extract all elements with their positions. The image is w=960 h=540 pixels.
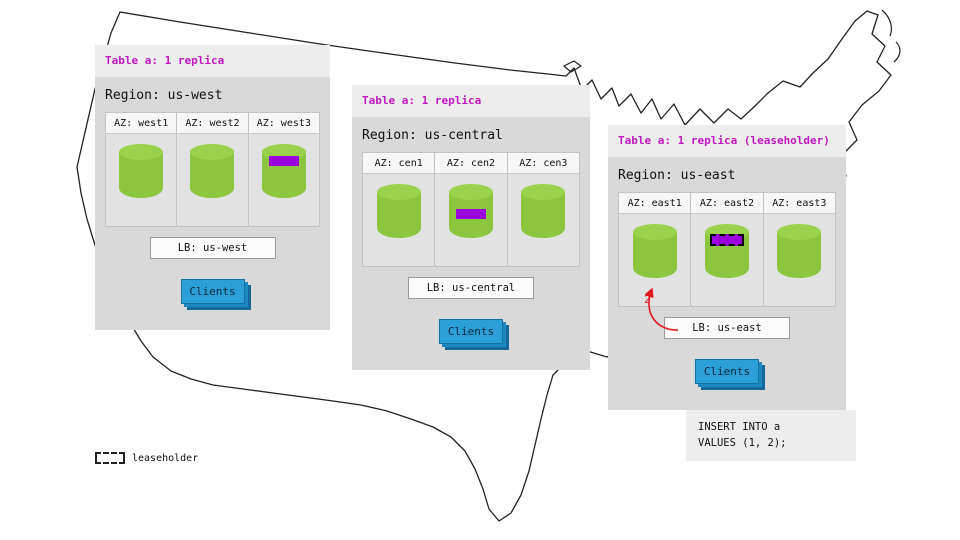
az-row: AZ: west1 AZ: west2 AZ: west3 bbox=[105, 112, 320, 227]
database-cylinder-icon bbox=[448, 184, 493, 238]
clients-box: Clients bbox=[695, 359, 759, 384]
az-cell-west3: AZ: west3 bbox=[248, 113, 319, 226]
database-cylinder-icon bbox=[704, 224, 749, 278]
az-body bbox=[249, 134, 319, 226]
legend-label: leaseholder bbox=[132, 452, 199, 464]
az-cell-east2: AZ: east2 bbox=[691, 193, 764, 306]
az-label: AZ: east1 bbox=[619, 193, 691, 214]
az-body bbox=[764, 214, 835, 306]
az-body bbox=[106, 134, 176, 226]
region-panel-us-central: Table a: 1 replica Region: us-central AZ… bbox=[352, 85, 590, 370]
az-row: AZ: cen1 AZ: cen2 AZ: cen3 bbox=[362, 152, 580, 267]
table-label: Table a: 1 replica (leaseholder) bbox=[608, 125, 846, 157]
database-cylinder-icon bbox=[777, 224, 822, 278]
database-cylinder-icon bbox=[632, 224, 677, 278]
az-label: AZ: west1 bbox=[106, 113, 177, 134]
table-label: Table a: 1 replica bbox=[352, 85, 590, 117]
load-balancer: LB: us-east bbox=[664, 317, 790, 339]
database-cylinder-icon bbox=[119, 144, 164, 198]
replica-marker bbox=[455, 209, 486, 219]
az-body bbox=[435, 174, 506, 266]
database-cylinder-icon bbox=[521, 184, 566, 238]
leaseholder-swatch-icon bbox=[95, 452, 125, 464]
az-cell-east1: AZ: east1 bbox=[619, 193, 692, 306]
database-cylinder-icon bbox=[261, 144, 306, 198]
az-label: AZ: cen3 bbox=[507, 153, 579, 174]
leaseholder-marker bbox=[709, 234, 744, 246]
clients-box: Clients bbox=[180, 279, 245, 304]
az-cell-cen3: AZ: cen3 bbox=[507, 153, 579, 266]
az-body bbox=[177, 134, 247, 226]
az-body bbox=[619, 214, 690, 306]
az-label: AZ: east3 bbox=[763, 193, 835, 214]
az-label: AZ: west2 bbox=[177, 113, 248, 134]
clients-box: Clients bbox=[439, 319, 503, 344]
az-body bbox=[508, 174, 579, 266]
az-body bbox=[691, 214, 762, 306]
region-title: Region: us-east bbox=[618, 168, 736, 183]
az-cell-cen2: AZ: cen2 bbox=[435, 153, 508, 266]
az-label: AZ: cen1 bbox=[363, 153, 435, 174]
az-cell-west2: AZ: west2 bbox=[177, 113, 249, 226]
az-label: AZ: cen2 bbox=[435, 153, 507, 174]
database-cylinder-icon bbox=[190, 144, 235, 198]
replica-marker bbox=[268, 156, 299, 166]
region-title: Region: us-west bbox=[105, 88, 223, 103]
az-label: AZ: east2 bbox=[691, 193, 763, 214]
sql-line: VALUES (1, 2); bbox=[698, 437, 787, 450]
load-balancer: LB: us-west bbox=[149, 237, 276, 259]
az-cell-east3: AZ: east3 bbox=[763, 193, 835, 306]
load-balancer: LB: us-central bbox=[408, 277, 534, 299]
az-cell-west1: AZ: west1 bbox=[106, 113, 178, 226]
region-panel-us-east: Table a: 1 replica (leaseholder) Region:… bbox=[608, 125, 846, 410]
sql-line: INSERT INTO a bbox=[698, 421, 781, 433]
az-body bbox=[363, 174, 434, 266]
az-label: AZ: west3 bbox=[248, 113, 319, 134]
region-panel-us-west: Table a: 1 replica Region: us-west AZ: w… bbox=[95, 45, 330, 330]
region-title: Region: us-central bbox=[362, 128, 503, 143]
database-cylinder-icon bbox=[376, 184, 421, 238]
az-cell-cen1: AZ: cen1 bbox=[363, 153, 436, 266]
table-label: Table a: 1 replica bbox=[95, 45, 330, 77]
az-row: AZ: east1 AZ: east2 AZ: east3 bbox=[618, 192, 836, 307]
legend: leaseholder bbox=[95, 452, 198, 464]
sql-insert-box: INSERT INTO a VALUES (1, 2); bbox=[686, 410, 856, 461]
